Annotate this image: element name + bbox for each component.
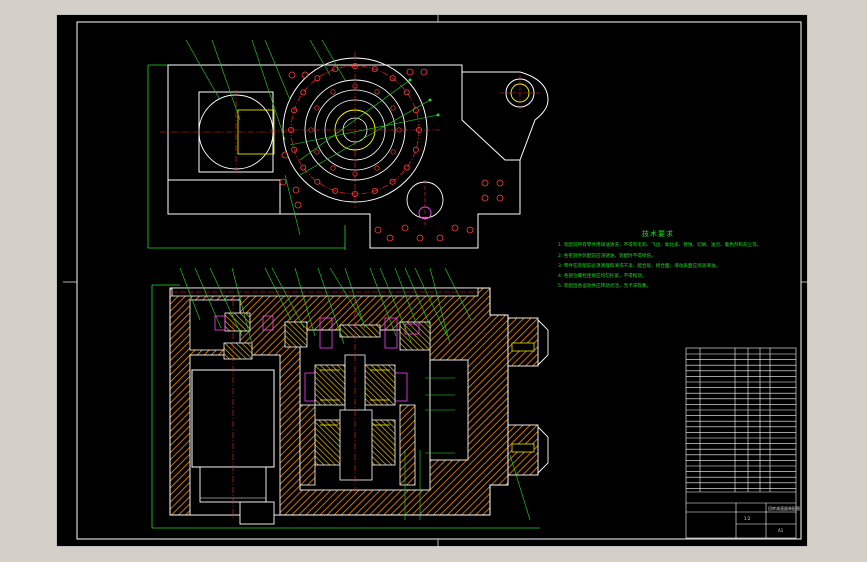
bolt-hole — [374, 165, 380, 171]
bolt-hole — [352, 83, 358, 89]
bolt-hole — [332, 66, 339, 73]
leader-line — [394, 267, 416, 321]
bolt-hole — [374, 89, 380, 95]
leader-line — [231, 267, 253, 345]
bolt-hole — [314, 105, 320, 111]
section-view — [151, 267, 549, 529]
bolt-hole — [332, 187, 339, 194]
bolt-hole — [389, 75, 396, 82]
note-line-2: 2. 各密封件装配前应浸透油，装配时不得损伤。 — [558, 253, 656, 259]
note-line-5: 5. 装配后各运动件应转动灵活，无卡滞现象。 — [558, 284, 652, 290]
bolt-hole — [300, 164, 307, 171]
note-line-3: 3. 零件在装配前必须清理和清洗干净，配合处、接合面、滑动表面应涂润滑油。 — [558, 263, 721, 269]
leader-line — [344, 267, 366, 329]
note-line-1: 1. 装配前所有零件用煤油清洗，不得有毛刺、飞边、氧化皮、锈蚀、切屑、油污、着色… — [558, 243, 762, 249]
leader-line — [271, 267, 305, 329]
notes-title: 技术要求 — [642, 230, 674, 238]
technical-requirements: 技术要求 1. 装配前所有零件用煤油清洗，不得有毛刺、飞边、氧化皮、锈蚀、切屑、… — [558, 229, 762, 293]
scale-label: 1:2 — [744, 516, 751, 521]
leader-line — [329, 267, 363, 321]
bolt-hole — [351, 190, 358, 197]
title-block — [685, 347, 797, 539]
bolt-hole — [389, 178, 396, 185]
note-line-4: 4. 各部位螺栓连接应均匀拧紧，不得松动。 — [558, 274, 647, 280]
bolt-hole — [396, 127, 402, 133]
leader-line — [444, 267, 472, 321]
bolt-hole — [291, 107, 298, 114]
leader-line — [264, 267, 292, 321]
bolt-hole — [351, 63, 358, 70]
bolt-hole — [415, 127, 422, 134]
leader-line — [379, 267, 413, 345]
leader-line — [179, 267, 201, 321]
bolt-hole — [390, 149, 396, 155]
leader-line — [414, 267, 448, 337]
bolt-hole — [308, 127, 314, 133]
bolt-hole — [403, 89, 410, 96]
bolt-hole — [390, 105, 396, 111]
bolt-hole — [412, 107, 419, 114]
bolt-hole — [352, 171, 358, 177]
leader-line — [429, 267, 451, 345]
bolt-hole — [330, 165, 336, 171]
bolt-hole — [287, 127, 294, 134]
bolt-hole — [314, 75, 321, 82]
bolt-hole — [314, 149, 320, 155]
leader-line — [294, 267, 316, 337]
bolt-hole — [330, 89, 336, 95]
leader-line — [369, 267, 397, 337]
drawing-name: 回转减速器装配图 — [768, 506, 800, 511]
top-view — [147, 39, 549, 250]
bolt-hole — [371, 66, 378, 73]
leader-line — [209, 267, 243, 337]
leader-line — [317, 267, 345, 345]
inner-border — [76, 21, 802, 540]
bolt-hole — [291, 146, 298, 153]
bolt-hole — [314, 178, 321, 185]
leader-line — [404, 267, 432, 329]
bolt-hole — [412, 146, 419, 153]
bolt-hole — [403, 164, 410, 171]
bolt-hole — [371, 187, 378, 194]
leader-line — [194, 267, 222, 329]
sheet-label: A1 — [778, 528, 784, 533]
bolt-hole — [300, 89, 307, 96]
